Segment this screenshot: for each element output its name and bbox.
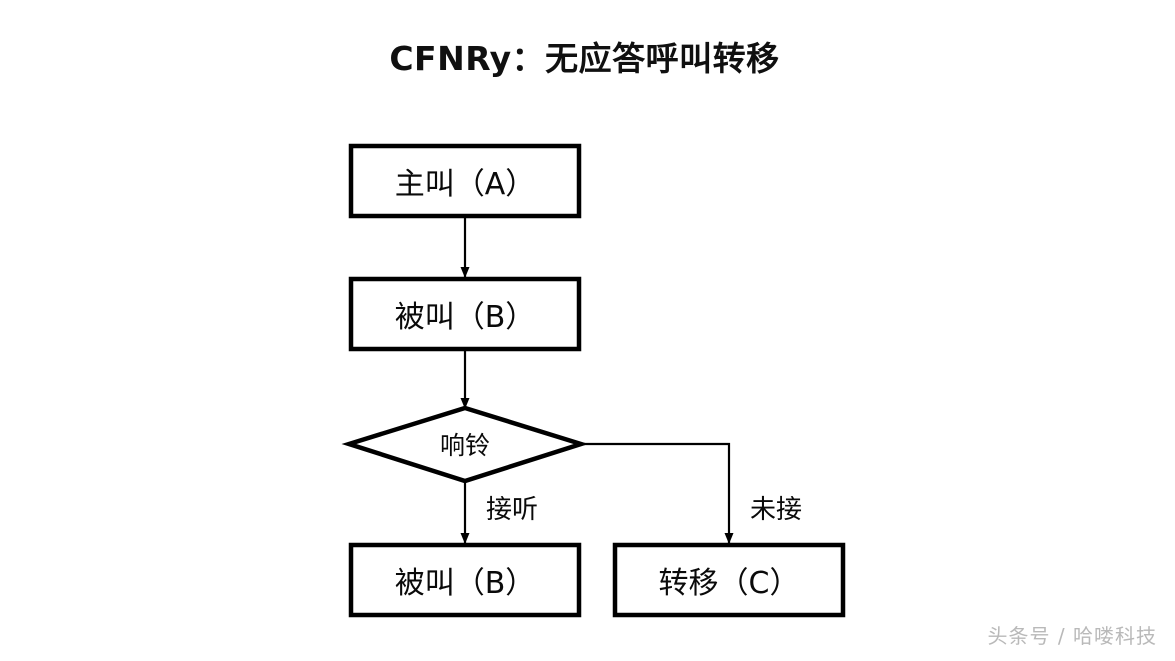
edge-label-answered: 接听 xyxy=(486,495,539,525)
node-callee-label: 被叫（B） xyxy=(394,300,536,335)
node-callee-shape[interactable] xyxy=(348,276,582,352)
watermark: 头条号 / 哈喽科技 xyxy=(987,624,1157,648)
node-caller-label: 主叫（A） xyxy=(394,167,536,202)
edge-label-not-answered: 未接 xyxy=(750,495,803,525)
node-ringing-label: 响铃 xyxy=(439,431,490,460)
node-answered-shape[interactable] xyxy=(348,542,582,618)
node-forwarded-shape[interactable] xyxy=(612,542,846,618)
page-title: CFNRy：无应答呼叫转移 xyxy=(0,32,1175,80)
node-caller-shape[interactable] xyxy=(348,143,582,219)
node-answered-label: 被叫（B） xyxy=(394,566,536,601)
page-title-text: CFNRy：无应答呼叫转移 xyxy=(389,39,780,78)
node-forwarded-label: 转移（C） xyxy=(658,566,800,601)
node-ringing-shape[interactable] xyxy=(341,405,589,484)
edge-ringing-to-forwarded xyxy=(581,442,734,544)
